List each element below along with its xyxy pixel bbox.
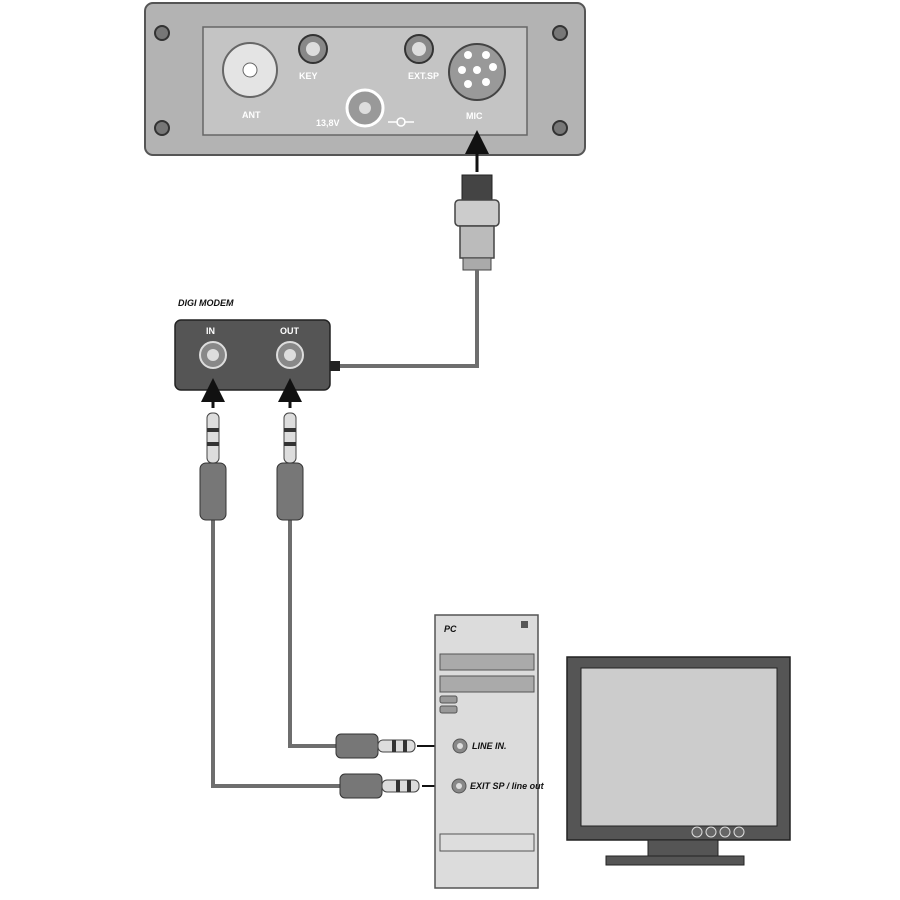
modem-title: DIGI MODEM	[178, 298, 234, 308]
line-out-jack-plug	[339, 773, 420, 799]
out-jack-plug	[276, 412, 304, 521]
modem-out-label: OUT	[280, 326, 300, 336]
ant-label: ANT	[242, 110, 261, 120]
mic-plug-connector	[454, 174, 500, 271]
line-in-label: LINE IN.	[472, 741, 507, 751]
monitor	[566, 656, 791, 866]
key-label: KEY	[299, 71, 318, 81]
mic-din-connector	[448, 43, 506, 101]
in-cable	[211, 520, 342, 788]
power-label: 13,8V	[316, 118, 340, 128]
in-jack-plug	[199, 412, 227, 521]
modem-to-mic-cable	[335, 270, 479, 368]
pc-title: PC	[444, 624, 457, 634]
cables	[211, 270, 479, 788]
line-in-jack-plug	[335, 733, 416, 759]
modem-in-label: IN	[206, 326, 215, 336]
ant-connector	[222, 42, 278, 98]
ext-sp-line-out-label: EXIT SP / line out	[470, 781, 545, 791]
radio-rear-panel: ANT KEY EXT.SP MIC 13,8V	[144, 2, 586, 156]
screw-icon	[154, 25, 568, 136]
ext-sp-label: EXT.SP	[408, 71, 439, 81]
pc-tower	[434, 614, 539, 889]
out-cable	[288, 520, 338, 748]
key-jack	[298, 34, 328, 64]
ext-sp-jack	[404, 34, 434, 64]
power-connector	[345, 88, 414, 128]
mic-label: MIC	[466, 111, 483, 121]
digi-modem	[174, 319, 340, 391]
